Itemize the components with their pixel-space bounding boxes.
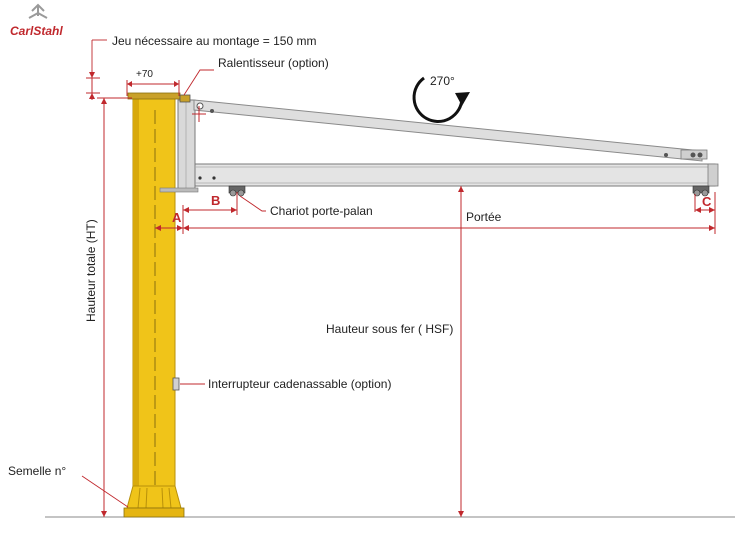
carlstahl-logo-icon: CarlStahl bbox=[10, 3, 63, 38]
offset-label: +70 bbox=[136, 69, 153, 80]
base-plate-callout: Semelle n° bbox=[8, 464, 129, 508]
dim-b-label: B bbox=[211, 193, 220, 208]
offset-dimension: +70 bbox=[126, 69, 180, 96]
tie-rod bbox=[193, 99, 708, 162]
base-plate-label: Semelle n° bbox=[8, 464, 66, 478]
clearance-label: Jeu nécessaire au montage = 150 mm bbox=[112, 34, 316, 48]
trolley-label: Chariot porte-palan bbox=[270, 204, 373, 218]
hsf-label: Hauteur sous fer ( HSF) bbox=[326, 322, 453, 336]
dim-c-label: C bbox=[702, 194, 712, 209]
total-height-dimension: Hauteur totale (HT) bbox=[84, 97, 132, 517]
dim-a-label: A bbox=[172, 210, 182, 225]
buffer-label: Ralentisseur (option) bbox=[218, 56, 329, 70]
span-label: Portée bbox=[466, 210, 502, 224]
column bbox=[123, 92, 185, 518]
trolley-left bbox=[228, 185, 246, 197]
buffer-callout: Ralentisseur (option) bbox=[183, 56, 329, 96]
rotation-label: 270° bbox=[430, 74, 455, 88]
switch-callout: Interrupteur cadenassable (option) bbox=[180, 377, 391, 391]
jib-beam bbox=[194, 163, 719, 187]
buffer bbox=[179, 94, 206, 122]
clearance-dimension: Jeu nécessaire au montage = 150 mm bbox=[86, 34, 316, 100]
trolley-callout: Chariot porte-palan bbox=[239, 195, 373, 218]
span-dimension: A B C Portée bbox=[155, 192, 716, 234]
switch-box bbox=[172, 377, 180, 391]
switch-label: Interrupteur cadenassable (option) bbox=[208, 377, 391, 391]
hsf-dimension: Hauteur sous fer ( HSF) bbox=[326, 186, 464, 517]
logo-text: CarlStahl bbox=[10, 24, 63, 38]
rotation-arrow-icon: 270° bbox=[412, 74, 470, 123]
total-height-label: Hauteur totale (HT) bbox=[84, 219, 98, 322]
